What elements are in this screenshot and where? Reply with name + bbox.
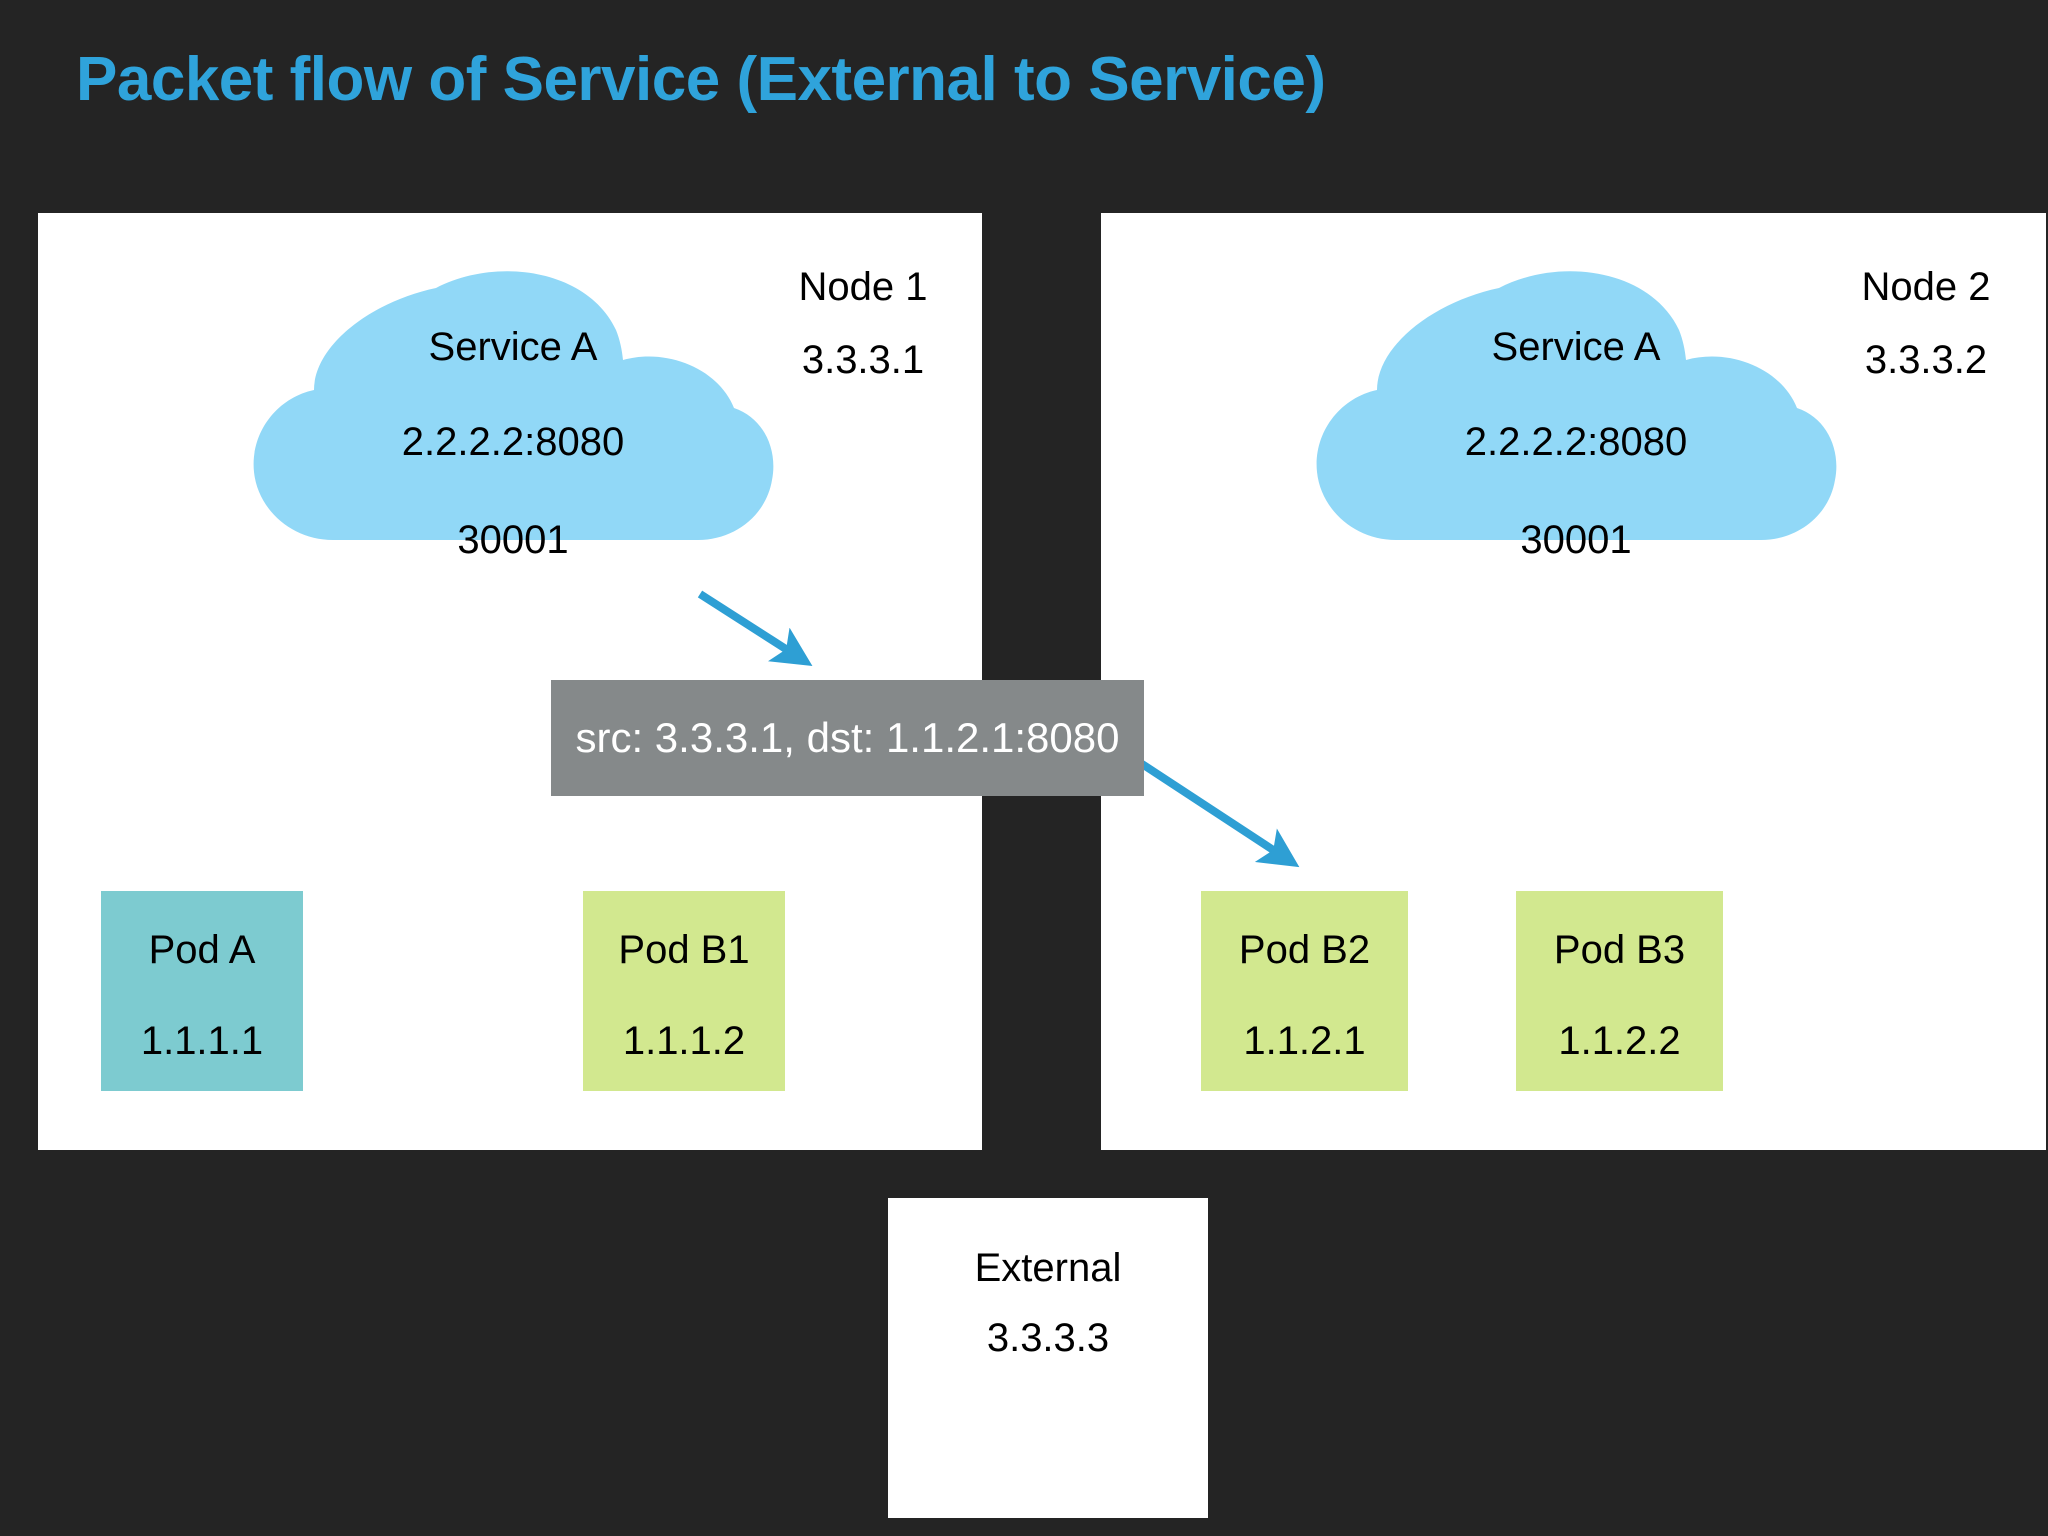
external-ip: 3.3.3.3 — [986, 1316, 1110, 1360]
pod-b3-ip: 1.1.2.2 — [1558, 1019, 1681, 1063]
packet-label-text: src: 3.3.3.1, dst: 1.1.2.1:8080 — [575, 714, 1120, 761]
pod-a: Pod A 1.1.1.1 — [101, 891, 303, 1091]
pod-b3-name: Pod B3 — [1553, 928, 1686, 972]
service-a-cloud-node-2: Service A 2.2.2.2:8080 30001 — [1311, 268, 1841, 598]
pod-b3: Pod B3 1.1.2.2 — [1516, 891, 1723, 1091]
pod-b2: Pod B2 1.1.2.1 — [1201, 891, 1408, 1091]
external-box: External 3.3.3.3 — [888, 1198, 1208, 1518]
pod-b1-ip: 1.1.1.2 — [622, 1019, 746, 1063]
service-a-nodeport-node-2: 30001 — [1520, 518, 1632, 562]
service-a-nodeport-node-1: 30001 — [457, 518, 569, 562]
pod-b1-name: Pod B1 — [618, 928, 750, 972]
node-panel-2: Node 2 3.3.3.2 Service A 2.2.2.2:8080 30… — [1101, 213, 2046, 1150]
cloud-icon — [253, 271, 774, 540]
node-1-ip: 3.3.3.1 — [801, 338, 925, 382]
pod-a-ip: 1.1.1.1 — [140, 1019, 264, 1063]
service-a-name-node-1: Service A — [428, 325, 598, 369]
node-2-ip: 3.3.3.2 — [1864, 338, 1988, 382]
cloud-icon — [1316, 271, 1837, 540]
service-a-clusterip-node-1: 2.2.2.2:8080 — [401, 420, 625, 464]
packet-label-box: src: 3.3.3.1, dst: 1.1.2.1:8080 — [551, 680, 1144, 796]
node-2-name: Node 2 — [1861, 265, 1991, 309]
service-a-clusterip-node-2: 2.2.2.2:8080 — [1464, 420, 1688, 464]
service-a-name-node-2: Service A — [1491, 325, 1661, 369]
pod-b2-ip: 1.1.2.1 — [1243, 1019, 1366, 1063]
pod-a-name: Pod A — [148, 928, 256, 972]
external-name: External — [974, 1246, 1122, 1290]
node-1-name: Node 1 — [798, 265, 928, 309]
service-a-cloud-node-1: Service A 2.2.2.2:8080 30001 — [248, 268, 778, 598]
page-title: Packet flow of Service (External to Serv… — [76, 45, 1326, 114]
pod-b2-name: Pod B2 — [1238, 928, 1371, 972]
pod-b1: Pod B1 1.1.1.2 — [583, 891, 785, 1091]
